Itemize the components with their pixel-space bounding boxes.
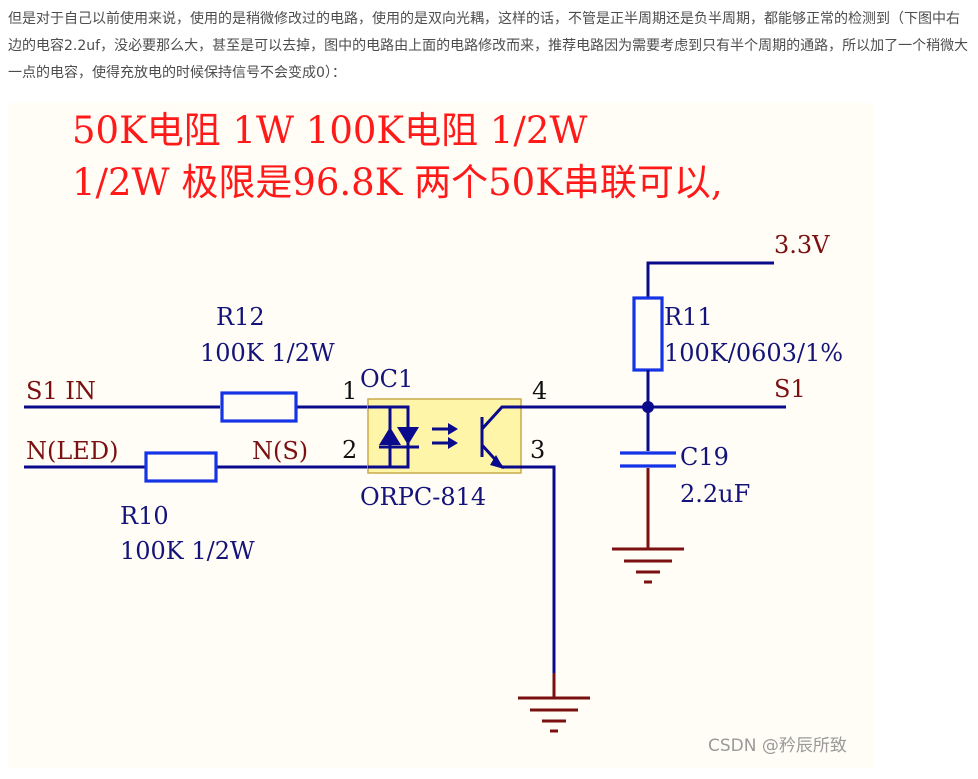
r10-ref: R10 xyxy=(120,502,169,530)
circuit-schematic: 50K电阻 1W 100K电阻 1/2W 1/2W 极限是96.8K 两个50K… xyxy=(8,103,874,768)
r12-ref: R12 xyxy=(216,303,265,331)
wire-vcc xyxy=(646,261,774,298)
oc1-pin-4: 4 xyxy=(532,377,547,405)
c19-ref: C19 xyxy=(680,443,729,471)
oc1-pin-3: 3 xyxy=(530,436,545,464)
resistor-r12 xyxy=(220,391,298,423)
note-line-2: 1/2W 极限是96.8K 两个50K串联可以, xyxy=(72,161,723,204)
ground-symbol-c19 xyxy=(612,547,684,584)
wire-emitter-ground xyxy=(521,465,556,673)
resistor-r10 xyxy=(144,451,218,483)
capacitor-c19 xyxy=(620,451,676,468)
oc1-part: ORPC-814 xyxy=(360,483,486,511)
c19-value: 2.2uF xyxy=(680,480,750,508)
r10-value: 100K 1/2W xyxy=(120,537,255,565)
note-line-1: 50K电阻 1W 100K电阻 1/2W xyxy=(72,109,587,152)
r11-value: 100K/0603/1% xyxy=(664,339,843,367)
ground-symbol-emitter xyxy=(518,696,590,733)
resistor-r11 xyxy=(632,296,664,372)
oc1-pin-2: 2 xyxy=(342,436,357,464)
csdn-watermark: CSDN @矜辰所致 xyxy=(708,736,847,756)
net-label-n-s: N(S) xyxy=(252,437,308,465)
schematic-svg: 50K电阻 1W 100K电阻 1/2W 1/2W 极限是96.8K 两个50K… xyxy=(24,109,847,756)
net-label-s1-out: S1 xyxy=(774,375,806,403)
net-label-3v3: 3.3V xyxy=(774,231,830,259)
net-label-s1-in: S1 IN xyxy=(26,377,96,405)
net-label-n-led: N(LED) xyxy=(26,437,118,465)
optocoupler-oc1 xyxy=(367,398,522,474)
r12-value: 100K 1/2W xyxy=(200,339,335,367)
intro-paragraph: 但是对于自己以前使用来说，使用的是稍微修改过的电路，使用的是双向光耦，这样的话，… xyxy=(8,11,969,81)
oc1-ref: OC1 xyxy=(360,365,413,393)
oc1-pin-1: 1 xyxy=(342,377,357,405)
r11-ref: R11 xyxy=(664,303,713,331)
